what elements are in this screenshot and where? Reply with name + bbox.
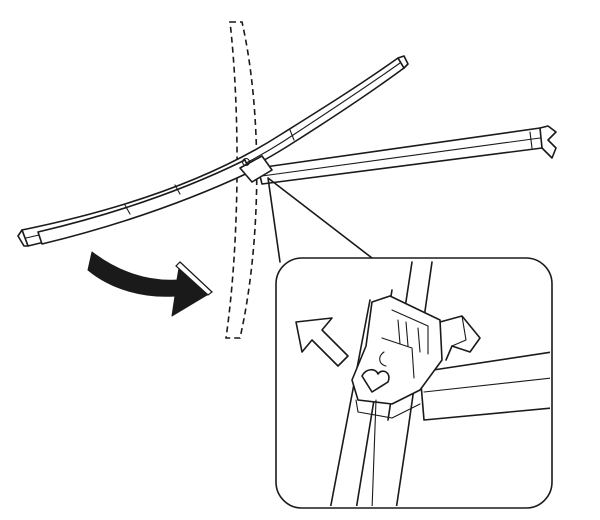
wiper-arm: [257, 125, 557, 185]
detail-leader-lines: [267, 177, 373, 263]
rotation-path-outline: [225, 21, 258, 339]
release-direction-arrow-icon: [295, 317, 349, 367]
detail-view: [275, 257, 553, 509]
rotation-arrow-icon: [87, 251, 213, 317]
wiper-blade: [17, 55, 409, 247]
